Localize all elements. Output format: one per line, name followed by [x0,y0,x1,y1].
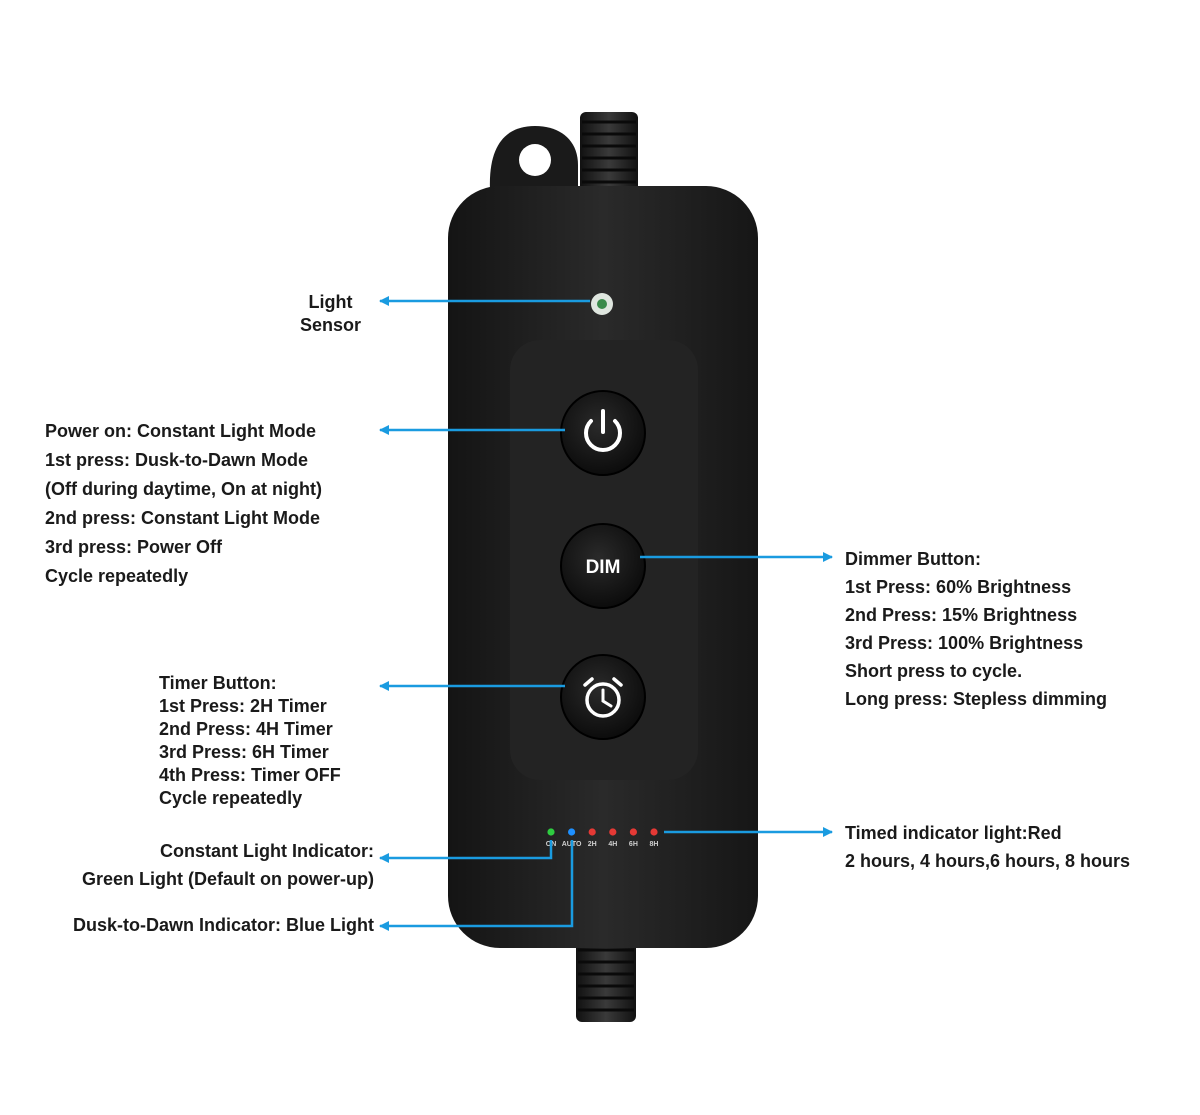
indicator-label-6h: 6H [629,841,638,848]
light-sensor [591,293,613,315]
arrow-dusk-indicator [379,840,574,931]
alarm-clock-icon [583,677,623,718]
dim-button-label: DIM [586,557,621,578]
timed-indicator-line-2: 2 hours, 4 hours,6 hours, 8 hours [845,851,1131,871]
timer-button[interactable] [560,654,646,740]
timer-line-1: Timer Button: [159,673,277,693]
power-button[interactable] [560,390,646,476]
power-icon [584,409,622,453]
indicator-led-8h [650,828,658,836]
dusk-indicator-line-1: Dusk-to-Dawn Indicator: Blue Light [73,915,374,935]
indicator-label-2h: 2H [588,841,597,848]
arrow-constant-indicator [379,840,553,863]
power-button-annotation: Power on: Constant Light Mode 1st press:… [45,417,322,591]
dim-button[interactable]: DIM [560,523,646,609]
indicator-label-8h: 8H [650,841,659,848]
timed-indicator-annotation: Timed indicator light:Red 2 hours, 4 hou… [845,819,1130,875]
dusk-indicator-annotation: Dusk-to-Dawn Indicator: Blue Light [73,911,374,940]
timer-button-annotation: Timer Button: 1st Press: 2H Timer 2nd Pr… [159,672,341,810]
timer-line-2: 1st Press: 2H Timer [159,696,327,716]
dimmer-line-2: 1st Press: 60% Brightness [845,577,1072,597]
indicator-led-on [547,828,555,836]
dimmer-line-4: 3rd Press: 100% Brightness [845,633,1084,653]
dimmer-button-annotation: Dimmer Button: 1st Press: 60% Brightness… [845,545,1107,713]
power-line-5: 3rd press: Power Off [45,537,223,557]
bottom-cable [576,930,636,1022]
light-sensor-line-1: Light [308,292,353,312]
top-cable [580,112,638,192]
hanging-loop [489,126,578,190]
indicator-led-2h [588,828,596,836]
timed-indicator-line-1: Timed indicator light:Red [845,823,1062,843]
annotation-arrows [379,296,833,931]
constant-indicator-line-2: Green Light (Default on power-up) [82,869,374,889]
power-line-2: 1st press: Dusk-to-Dawn Mode [45,450,309,470]
timer-line-4: 3rd Press: 6H Timer [159,742,329,762]
indicator-led-auto [568,828,576,836]
light-sensor-annotation: Light Sensor [300,291,361,337]
constant-indicator-annotation: Constant Light Indicator: Green Light (D… [82,837,374,893]
power-line-1: Power on: Constant Light Mode [45,421,316,441]
dimmer-line-1: Dimmer Button: [845,549,981,569]
timer-line-3: 2nd Press: 4H Timer [159,719,333,739]
timer-line-6: Cycle repeatedly [159,788,303,808]
power-line-4: 2nd press: Constant Light Mode [45,508,321,528]
dimmer-line-3: 2nd Press: 15% Brightness [845,605,1078,625]
indicator-led-4h [609,828,617,836]
power-line-6: Cycle repeatedly [45,566,189,586]
indicator-label-4h: 4H [608,841,617,848]
constant-indicator-line-1: Constant Light Indicator: [160,841,374,861]
light-sensor-line-2: Sensor [300,315,362,335]
timer-line-5: 4th Press: Timer OFF [159,765,341,785]
power-line-3: (Off during daytime, On at night) [45,479,322,499]
dimmer-line-5: Short press to cycle. [845,661,1023,681]
indicator-led-6h [629,828,638,836]
dimmer-line-6: Long press: Stepless dimming [845,689,1108,709]
